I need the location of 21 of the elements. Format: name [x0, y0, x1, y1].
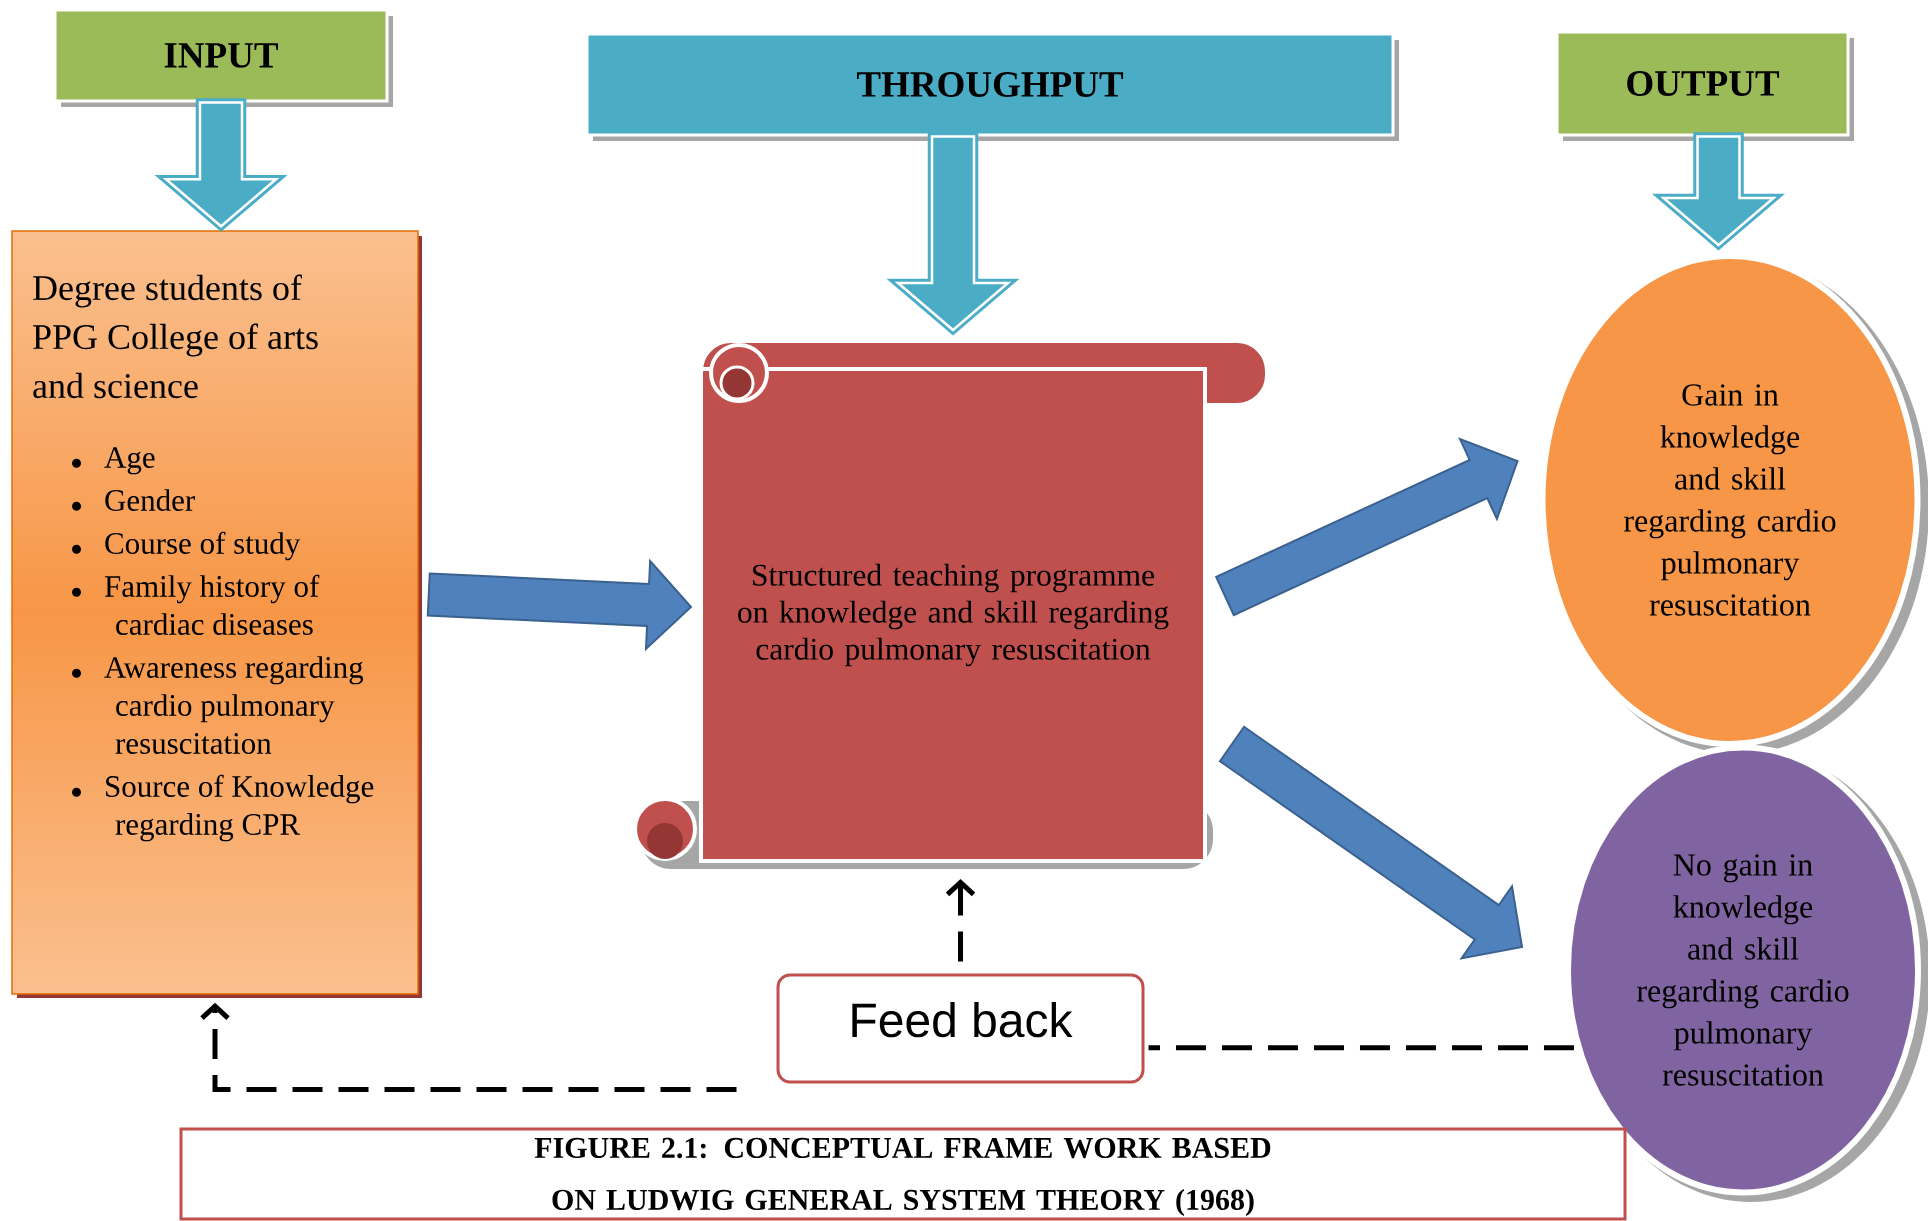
block-arrow: [426, 558, 693, 652]
list-item: Gender: [105, 489, 195, 511]
heading-text: Degree students of PPG College of arts and science: [33, 274, 318, 399]
block-arrow: [1218, 725, 1524, 960]
header-box: INPUT: [53, 8, 393, 107]
dashed-arrow: [945, 879, 976, 962]
feedback-box: Feed back: [776, 973, 1145, 1084]
dashed-arrow: [200, 1002, 737, 1092]
input-box: [11, 230, 422, 998]
list-item: Awareness regarding cardio pulmonary resuscitation: [104, 656, 364, 754]
list-item: Age: [104, 447, 155, 475]
list-item: Source of Knowledge regarding CPR: [106, 774, 374, 842]
header-box: THROUGHPUT: [585, 32, 1399, 141]
header-box: OUTPUT: [1555, 30, 1854, 141]
list-item: Course of study: [105, 531, 301, 561]
list-item: Family history of cardiac diseases: [104, 574, 320, 635]
hollow-arrow: [154, 98, 288, 232]
dashed-line: [1148, 1045, 1574, 1051]
caption-box: FIGURE 2.1: CONCEPTUAL FRAME WORK BASED ON LUDWIG GENERAL SYSTEM THEORY (1968): [179, 1127, 1627, 1221]
hollow-arrow: [886, 132, 1020, 336]
hollow-arrow: [1652, 132, 1786, 251]
